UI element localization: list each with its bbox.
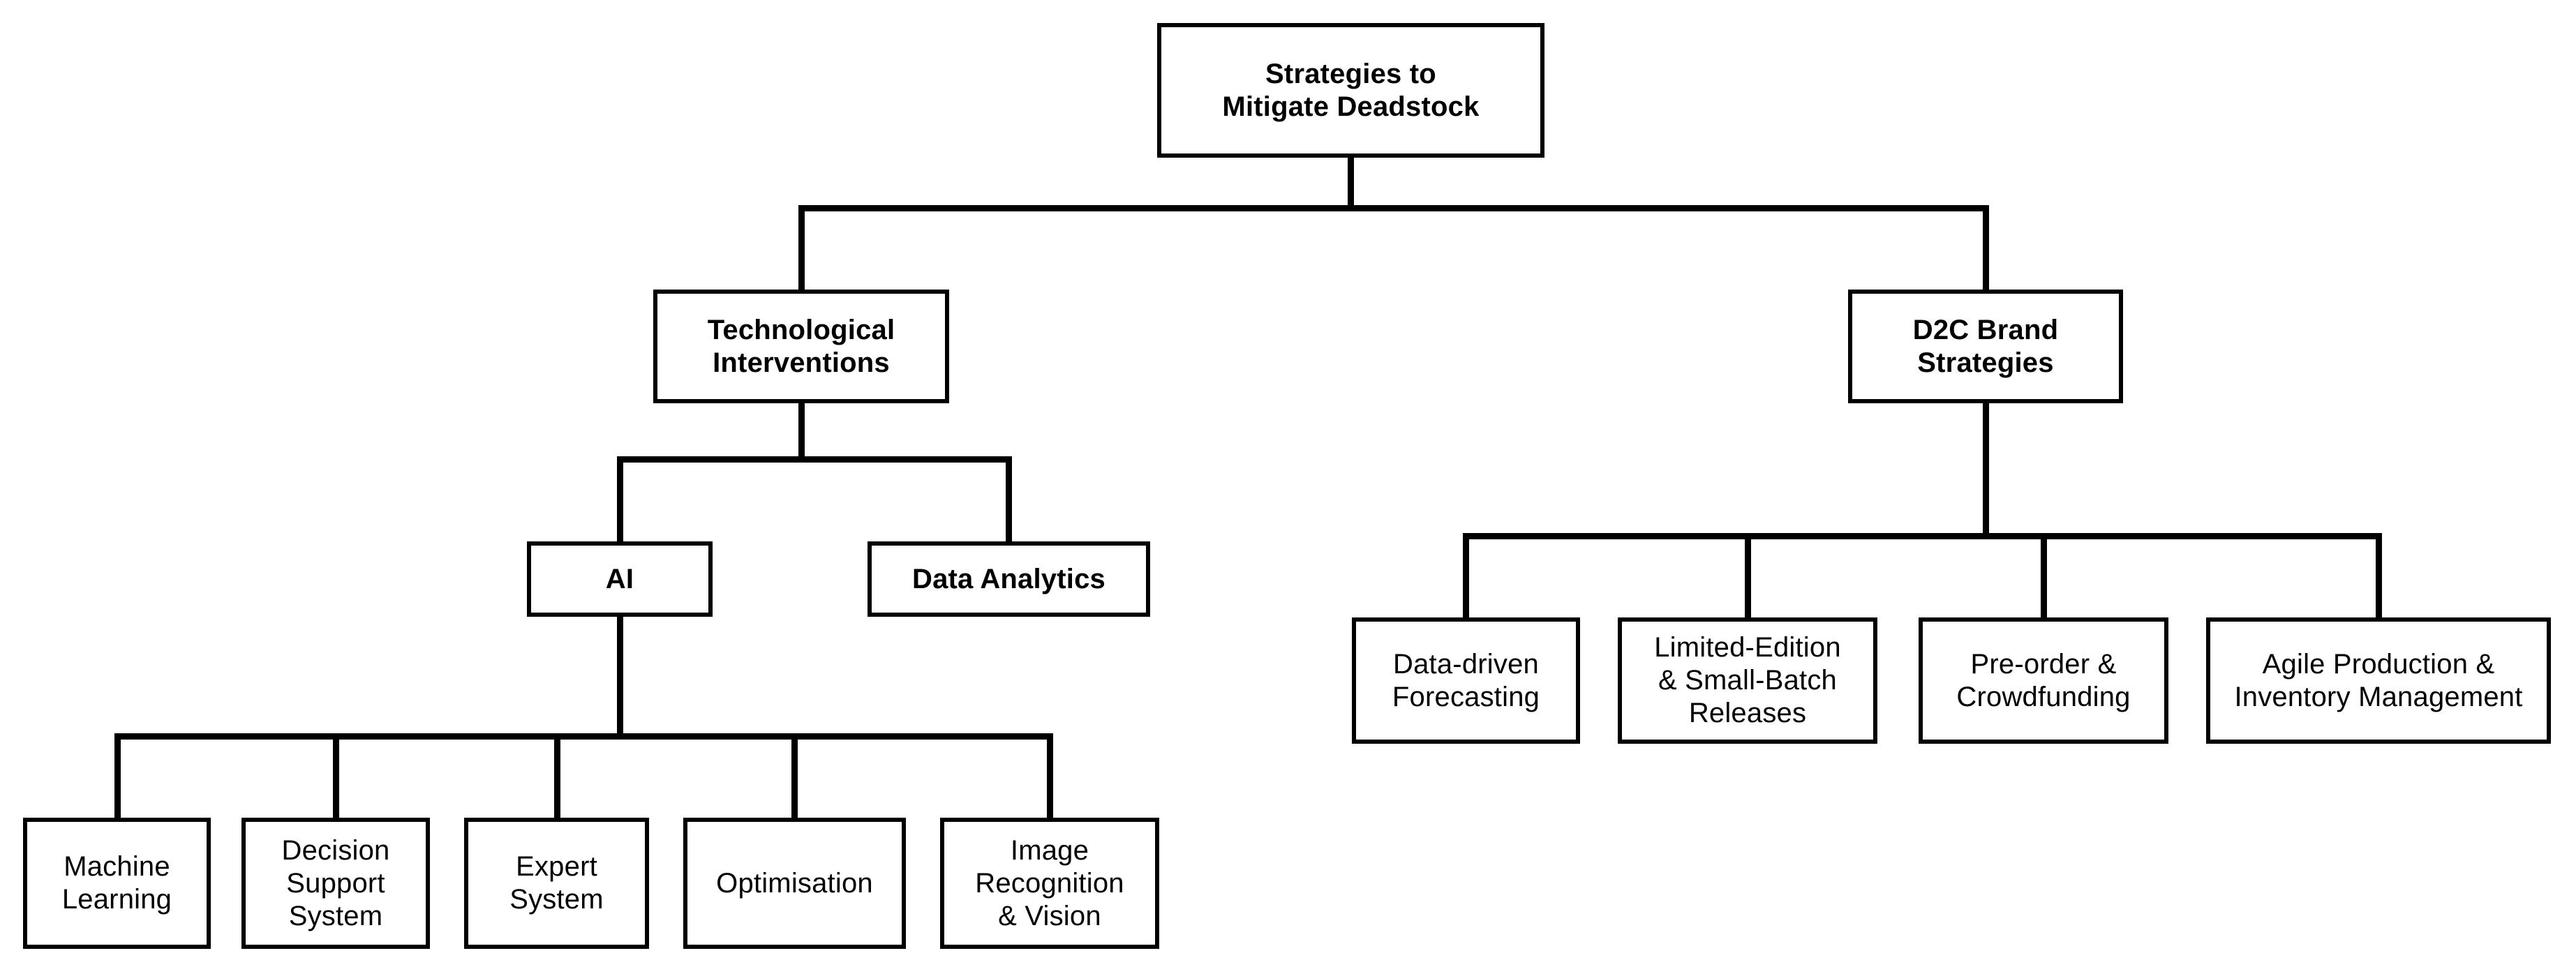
node-label-machine-learning: Machine Learning — [61, 851, 172, 915]
node-agile-production-inventory: Agile Production & Inventory Management — [2206, 617, 2551, 744]
node-expert-system: Expert System — [464, 818, 649, 949]
connector-root-stem — [1348, 155, 1354, 211]
connector-drop-expert-system — [554, 733, 560, 818]
node-pre-order-crowdfunding: Pre-order & Crowdfunding — [1919, 617, 2168, 744]
connector-drop-agile-production — [2376, 533, 2382, 620]
connector-ai-rail — [114, 733, 1053, 740]
node-machine-learning: Machine Learning — [23, 818, 211, 949]
node-label-root: Strategies to Mitigate Deadstock — [1222, 58, 1480, 122]
node-technological-interventions: Technological Interventions — [653, 290, 949, 403]
node-data-analytics: Data Analytics — [868, 541, 1150, 617]
connector-drop-image-recognition — [1047, 733, 1053, 818]
connector-drop-machine-learning — [114, 733, 121, 818]
node-ai: AI — [527, 541, 713, 617]
connector-drop-d2c — [1983, 205, 1989, 292]
connector-d2c-stem — [1983, 400, 1989, 539]
node-label-data-driven-forecasting: Data-driven Forecasting — [1392, 648, 1540, 712]
node-label-optimisation: Optimisation — [716, 867, 873, 899]
node-label-pre-order-crowdfunding: Pre-order & Crowdfunding — [1956, 648, 2131, 712]
node-d2c-brand-strategies: D2C Brand Strategies — [1848, 290, 2123, 403]
connector-drop-pre-order — [2041, 533, 2047, 620]
node-data-driven-forecasting: Data-driven Forecasting — [1352, 617, 1580, 744]
node-limited-edition-small-batch: Limited-Edition & Small-Batch Releases — [1618, 617, 1877, 744]
connector-drop-ai — [617, 456, 623, 544]
node-label-d2c-brand-strategies: D2C Brand Strategies — [1912, 314, 2059, 378]
node-label-expert-system: Expert System — [509, 851, 604, 915]
connector-drop-data-driven — [1463, 533, 1469, 620]
node-optimisation: Optimisation — [683, 818, 906, 949]
connector-ai-stem — [617, 614, 623, 740]
connector-drop-limited-edition — [1745, 533, 1751, 620]
connector-drop-decision-support — [333, 733, 339, 818]
node-label-image-recognition-vision: Image Recognition & Vision — [975, 834, 1124, 931]
node-strategies-to-mitigate-deadstock: Strategies to Mitigate Deadstock — [1157, 23, 1544, 158]
connector-d2c-rail — [1463, 533, 2382, 539]
connector-technological-stem — [798, 400, 805, 463]
node-label-agile-production-inventory: Agile Production & Inventory Management — [2234, 648, 2523, 712]
node-label-ai: AI — [605, 563, 634, 594]
node-image-recognition-vision: Image Recognition & Vision — [940, 818, 1159, 949]
connector-drop-optimisation — [791, 733, 798, 818]
connector-drop-technological — [798, 205, 805, 292]
node-label-decision-support-system: Decision Support System — [281, 834, 390, 931]
connector-root-rail — [798, 205, 1989, 211]
node-label-limited-edition-small-batch: Limited-Edition & Small-Batch Releases — [1654, 632, 1841, 728]
connector-drop-data-analytics — [1006, 456, 1012, 544]
node-label-technological-interventions: Technological Interventions — [707, 314, 895, 378]
node-decision-support-system: Decision Support System — [241, 818, 430, 949]
connector-technological-rail — [617, 456, 1012, 463]
node-label-data-analytics: Data Analytics — [912, 563, 1105, 594]
